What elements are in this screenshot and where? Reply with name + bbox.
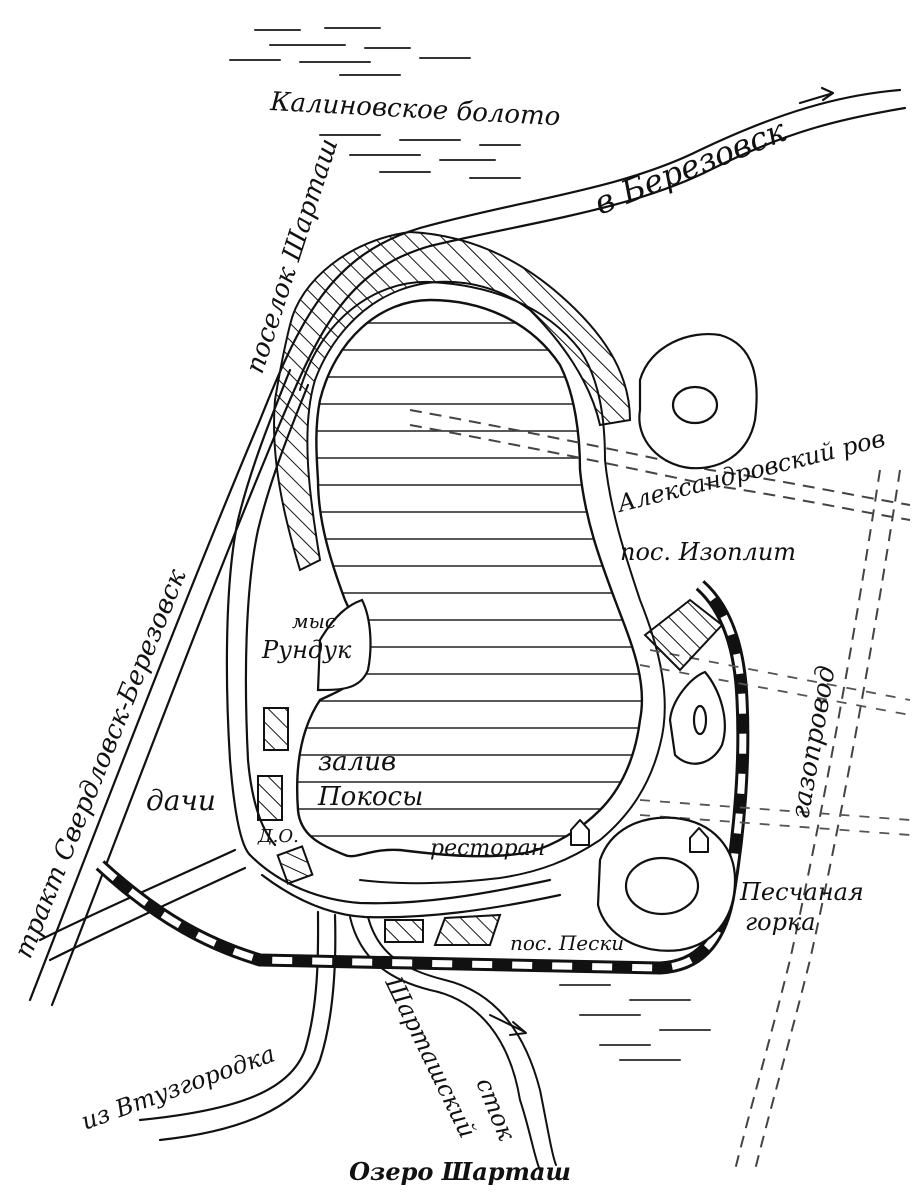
- gas-pipeline: [734, 469, 901, 1171]
- swamp-marks-south: [559, 984, 711, 1061]
- label-dachi: дачи: [146, 784, 216, 817]
- peski-block-2: [433, 913, 502, 946]
- label-pos-peski: пос. Пески: [510, 931, 624, 955]
- alexandrovsky-ditch: [409, 409, 911, 521]
- izoplit-block: [643, 598, 724, 672]
- house-icon: [570, 819, 590, 846]
- label-gorka: горка: [745, 908, 816, 936]
- road-south: [248, 853, 562, 919]
- label-mys: мыс: [292, 609, 336, 633]
- label-shartashsky: Шарташский: [379, 971, 482, 1142]
- label-do: Д.О.: [257, 826, 299, 847]
- dacha-block-1: [263, 707, 289, 751]
- label-pokosy: Покосы: [317, 782, 423, 812]
- label-rundyk: Рундук: [261, 636, 352, 664]
- label-gazoprovod: газопровод: [785, 664, 841, 822]
- label-peschanaya: Песчаная: [739, 878, 864, 906]
- label-berezovsk: в Березовск: [589, 111, 792, 223]
- dacha-block-2: [257, 775, 283, 821]
- label-stok: сток: [470, 1074, 521, 1145]
- lake-shoreline: [299, 280, 666, 885]
- hill-izoplit-east: [668, 670, 726, 765]
- label-zaliv: залив: [318, 747, 396, 777]
- dacha-block-3: [276, 845, 314, 885]
- village-shartash-area: [273, 230, 632, 572]
- house-icon: [689, 827, 709, 853]
- peski-block-1: [384, 919, 424, 943]
- map-caption: Озеро Шарташ: [349, 1157, 571, 1186]
- swamp-marks: [229, 27, 521, 179]
- cape-rundyk: [316, 598, 372, 692]
- road-berezovsk: [418, 86, 907, 248]
- hill-north-east: [638, 333, 758, 470]
- dashed-lines-east: [639, 649, 911, 836]
- label-trakt: тракт Свердловск-Березовск: [9, 565, 193, 963]
- label-kalinovskoe-boloto: Калиновское болото: [269, 87, 561, 132]
- label-restoran: ресторан: [430, 836, 545, 861]
- label-pos-izoplit: пос. Изоплит: [620, 538, 796, 566]
